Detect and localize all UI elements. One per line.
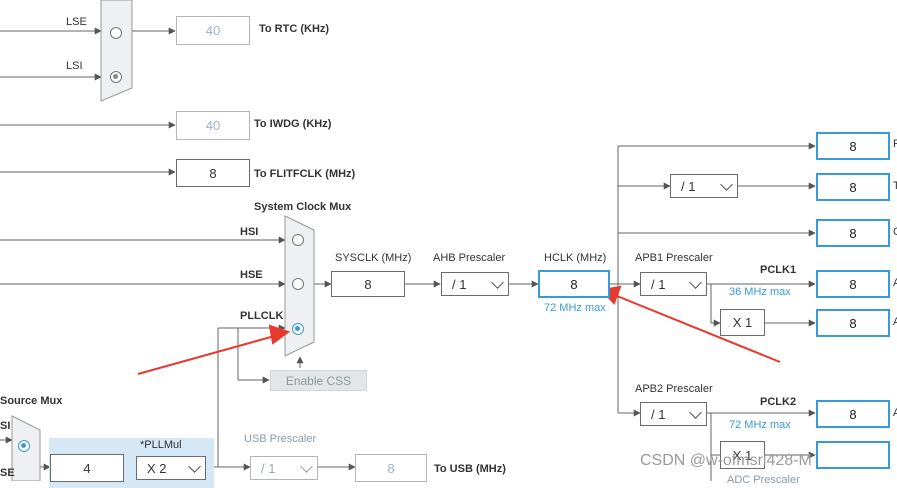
enable-css-button[interactable]: Enable CSS	[270, 370, 367, 391]
apb2-timer-multiplier: X 1	[720, 441, 765, 469]
iwdg-value-field[interactable]: 40	[176, 111, 250, 140]
ahb-prescaler-value: / 1	[452, 276, 467, 292]
flitf-value-field[interactable]: 8	[176, 159, 250, 187]
usb-value-field[interactable]: 8	[355, 454, 427, 482]
chevron-down-icon	[720, 178, 733, 191]
pll-source-hsi-radio[interactable]	[18, 440, 30, 452]
rtc-output-label: To RTC (KHz)	[259, 23, 330, 35]
apb1-max-label: 36 MHz max	[729, 286, 791, 298]
hclk-value-field[interactable]: 8	[538, 270, 610, 298]
pclk1-label: PCLK1	[760, 264, 797, 276]
usb-prescaler-value: / 1	[261, 460, 276, 476]
apb1-prescaler-label: APB1 Prescaler	[635, 252, 713, 264]
usb-prescaler-label: USB Prescaler	[244, 433, 317, 445]
apb2-max-label: 72 MHz max	[729, 419, 791, 431]
rtc-lsi-radio[interactable]	[110, 71, 122, 83]
chevron-down-icon	[300, 460, 313, 473]
hclk-label: HCLK (MHz)	[544, 252, 607, 264]
watermark: CSDN @w-ofmsri428-M	[640, 452, 812, 469]
rtc-mux	[100, 0, 133, 102]
chevron-down-icon	[491, 276, 504, 289]
divider-value: / 1	[681, 178, 696, 194]
sysmux-hsi-radio[interactable]	[292, 234, 304, 246]
apb2-prescaler-label: APB2 Prescaler	[635, 383, 713, 395]
system-clock-mux-title: System Clock Mux	[254, 201, 352, 213]
sysmux-pllclk-label: PLLCLK	[240, 310, 284, 322]
pclk2-label: PCLK2	[760, 396, 797, 408]
apb1-prescaler-select[interactable]: / 1	[640, 272, 707, 296]
right-label-6: A	[893, 407, 897, 419]
lsi-label: LSI	[66, 60, 83, 72]
apb2-prescaler-select[interactable]: / 1	[640, 402, 707, 426]
output-field-6[interactable]: 8	[816, 400, 890, 428]
apb1-prescaler-value: / 1	[651, 276, 666, 292]
rtc-value-field[interactable]: 40	[176, 16, 250, 45]
right-label-4: A	[893, 277, 897, 289]
chevron-down-icon	[689, 406, 702, 419]
pllmul-select[interactable]: X 2	[136, 456, 206, 480]
rtc-lse-radio[interactable]	[110, 27, 122, 39]
apb1-timer-multiplier: X 1	[720, 309, 765, 336]
chevron-down-icon	[689, 276, 702, 289]
apb2-prescaler-value: / 1	[651, 406, 666, 422]
output-field-1[interactable]: 8	[816, 132, 890, 160]
pllmul-label: *PLLMul	[140, 439, 182, 451]
hclk-max-label: 72 MHz max	[544, 302, 606, 314]
right-label-2: T	[893, 180, 897, 192]
pllmul-value: X 2	[147, 460, 167, 476]
output-field-7[interactable]	[816, 441, 890, 469]
usb-prescaler-select[interactable]: / 1	[250, 456, 318, 480]
ahb-prescaler-label: AHB Prescaler	[433, 252, 506, 264]
sysclk-label: SYSCLK (MHz)	[335, 252, 412, 264]
lse-label: LSE	[66, 16, 87, 28]
sysmux-hse-label: HSE	[240, 269, 263, 281]
chevron-down-icon	[188, 460, 201, 473]
adc-prescaler-label: ADC Prescaler	[727, 474, 800, 486]
sysmux-hse-radio[interactable]	[292, 278, 304, 290]
output-field-3[interactable]: 8	[816, 219, 890, 247]
pll-divider-field[interactable]: 4	[50, 454, 124, 482]
ahb-prescaler-select[interactable]: / 1	[441, 272, 509, 296]
output-field-2[interactable]: 8	[816, 173, 890, 201]
sysclk-value-field[interactable]: 8	[331, 271, 405, 297]
output-field-5[interactable]: 8	[816, 309, 890, 337]
flitf-output-label: To FLITFCLK (MHz)	[254, 168, 356, 180]
right-label-5: A	[893, 316, 897, 328]
usb-output-label: To USB (MHz)	[434, 463, 506, 475]
sysmux-hsi-label: HSI	[240, 226, 259, 238]
divider-select[interactable]: / 1	[670, 174, 738, 198]
right-label-3: C	[893, 226, 897, 238]
right-label-1: F	[893, 138, 897, 150]
pll-source-mux-title: Source Mux	[0, 395, 63, 407]
pll-source-hsi-label: SI	[0, 420, 11, 432]
pll-source-hse-label: SE	[0, 467, 15, 479]
sysmux-pllclk-radio[interactable]	[292, 323, 304, 335]
iwdg-output-label: To IWDG (KHz)	[254, 118, 332, 130]
output-field-4[interactable]: 8	[816, 270, 890, 298]
